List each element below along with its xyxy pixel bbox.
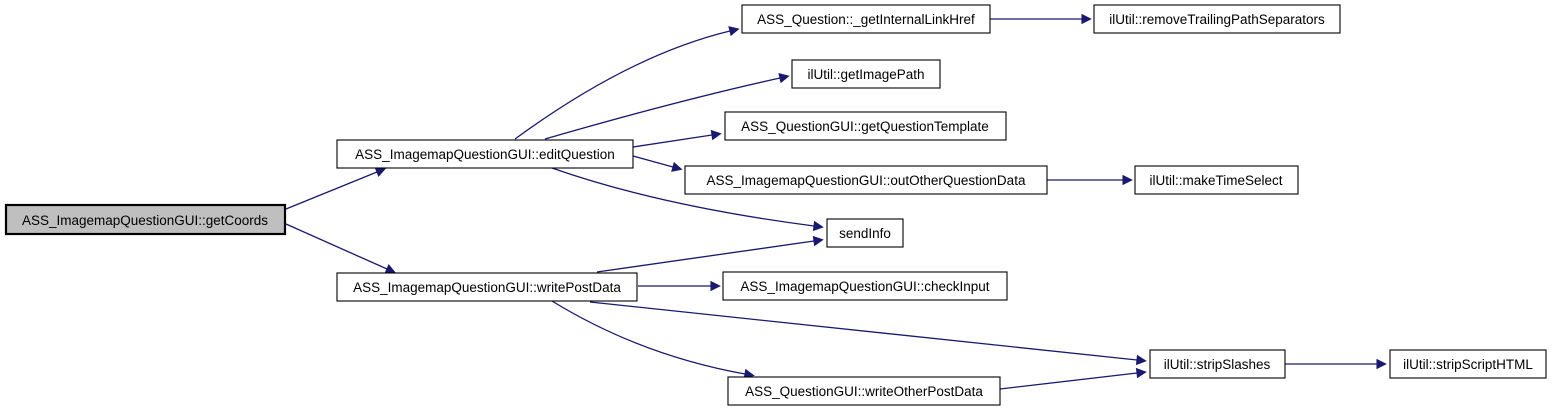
node-writeOtherPostData[interactable]: ASS_QuestionGUI::writeOtherPostData bbox=[727, 376, 1001, 406]
node-removeTrailingPathSeparators-label: ilUtil::removeTrailingPathSeparators bbox=[1109, 12, 1325, 27]
node-makeTimeSelect-label: ilUtil::makeTimeSelect bbox=[1149, 173, 1282, 188]
node-outOtherQuestionData-label: ASS_ImagemapQuestionGUI::outOtherQuestio… bbox=[707, 173, 1026, 188]
edge-editQuestion-getInternalLinkHref bbox=[514, 26, 740, 140]
node-editQuestion[interactable]: ASS_ImagemapQuestionGUI::editQuestion bbox=[336, 139, 634, 169]
node-editQuestion-label: ASS_ImagemapQuestionGUI::editQuestion bbox=[355, 147, 615, 162]
edge-editQuestion-sendInfo bbox=[551, 167, 824, 232]
node-checkInput-label: ASS_ImagemapQuestionGUI::checkInput bbox=[740, 279, 989, 294]
node-outOtherQuestionData-box[interactable] bbox=[684, 165, 1048, 195]
node-getImagePath[interactable]: ilUtil::getImagePath bbox=[791, 59, 941, 89]
edge-writeOtherPostData-stripSlashes bbox=[999, 367, 1147, 390]
node-getInternalLinkHref-box[interactable] bbox=[741, 4, 991, 34]
node-checkInput[interactable]: ASS_ImagemapQuestionGUI::checkInput bbox=[722, 271, 1008, 301]
node-getCoords-box bbox=[4, 203, 287, 236]
node-getInternalLinkHref[interactable]: ASS_Question::_getInternalLinkHref bbox=[741, 4, 991, 34]
node-makeTimeSelect[interactable]: ilUtil::makeTimeSelect bbox=[1134, 165, 1299, 195]
node-writePostData-box[interactable] bbox=[336, 272, 638, 302]
node-checkInput-box[interactable] bbox=[722, 271, 1008, 301]
node-getQuestionTemplate[interactable]: ASS_QuestionGUI::getQuestionTemplate bbox=[724, 111, 1007, 141]
node-getImagePath-box[interactable] bbox=[791, 59, 941, 89]
edge-getCoords-writePostData bbox=[285, 223, 397, 274]
node-getQuestionTemplate-box[interactable] bbox=[724, 111, 1007, 141]
edge-editQuestion-getImagePath bbox=[544, 73, 790, 140]
node-stripScriptHTML-label: ilUtil::stripScriptHTML bbox=[1403, 357, 1533, 372]
node-outOtherQuestionData[interactable]: ASS_ImagemapQuestionGUI::outOtherQuestio… bbox=[684, 165, 1048, 195]
node-removeTrailingPathSeparators-box[interactable] bbox=[1093, 4, 1341, 34]
node-makeTimeSelect-box[interactable] bbox=[1134, 165, 1299, 195]
node-sendInfo[interactable]: sendInfo bbox=[826, 218, 904, 248]
node-editQuestion-box[interactable] bbox=[336, 139, 634, 169]
node-removeTrailingPathSeparators[interactable]: ilUtil::removeTrailingPathSeparators bbox=[1093, 4, 1341, 34]
node-stripScriptHTML[interactable]: ilUtil::stripScriptHTML bbox=[1389, 349, 1547, 379]
node-getCoords: ASS_ImagemapQuestionGUI::getCoords bbox=[4, 203, 287, 236]
node-writeOtherPostData-label: ASS_QuestionGUI::writeOtherPostData bbox=[745, 384, 983, 399]
node-getImagePath-label: ilUtil::getImagePath bbox=[807, 67, 924, 82]
edge-writePostData-stripSlashes bbox=[589, 301, 1147, 366]
edge-getCoords-editQuestion bbox=[285, 167, 387, 210]
edge-writePostData-writeOtherPostData bbox=[551, 300, 755, 380]
node-stripSlashes-box[interactable] bbox=[1149, 349, 1286, 379]
node-stripSlashes[interactable]: ilUtil::stripSlashes bbox=[1149, 349, 1286, 379]
node-sendInfo-label: sendInfo bbox=[839, 226, 891, 241]
node-getQuestionTemplate-label: ASS_QuestionGUI::getQuestionTemplate bbox=[741, 119, 989, 134]
node-getInternalLinkHref-label: ASS_Question::_getInternalLinkHref bbox=[757, 12, 975, 27]
node-sendInfo-box[interactable] bbox=[826, 218, 904, 248]
node-writePostData[interactable]: ASS_ImagemapQuestionGUI::writePostData bbox=[336, 272, 638, 302]
node-stripSlashes-label: ilUtil::stripSlashes bbox=[1164, 357, 1271, 372]
edge-editQuestion-getQuestionTemplate bbox=[632, 129, 722, 148]
node-stripScriptHTML-box[interactable] bbox=[1389, 349, 1547, 379]
node-writeOtherPostData-box[interactable] bbox=[727, 376, 1001, 406]
node-getCoords-label: ASS_ImagemapQuestionGUI::getCoords bbox=[22, 213, 268, 228]
node-writePostData-label: ASS_ImagemapQuestionGUI::writePostData bbox=[353, 280, 621, 295]
edge-editQuestion-outOtherQuestionData bbox=[632, 155, 683, 172]
edge-writePostData-sendInfo bbox=[596, 235, 824, 273]
